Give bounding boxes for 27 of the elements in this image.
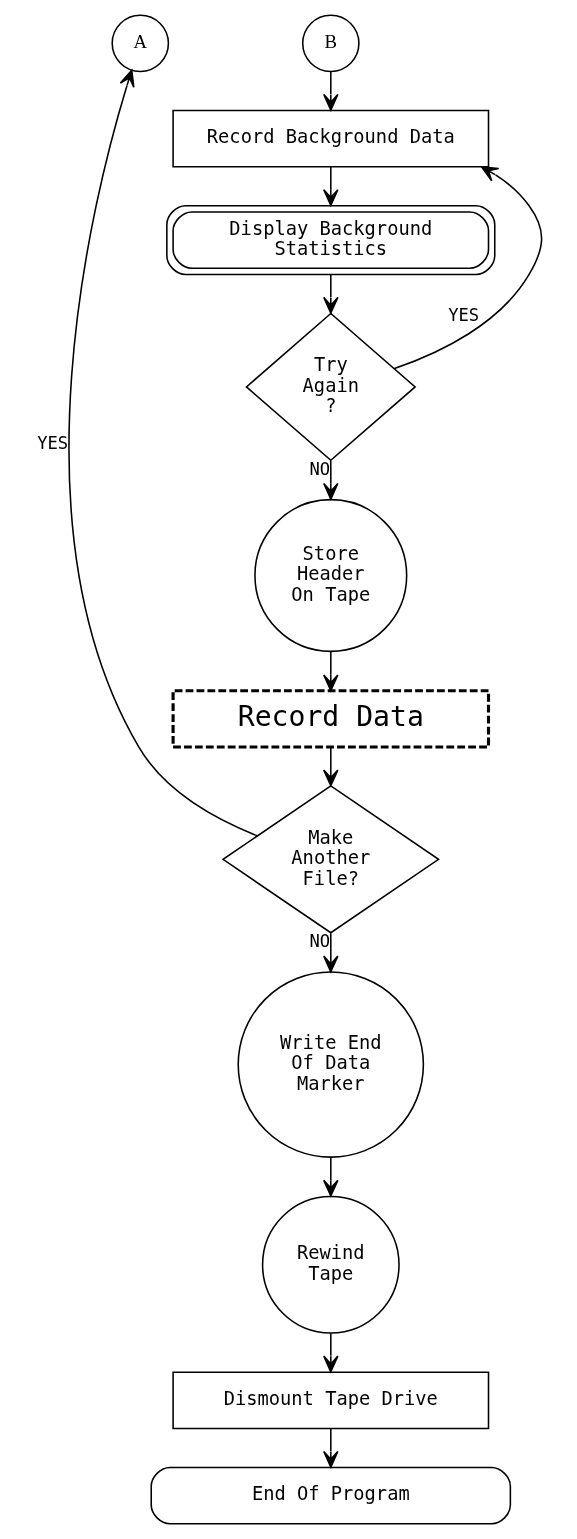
- node-box: End Of Program: [149, 1466, 511, 1525]
- arrow: [322, 459, 339, 500]
- node-box: Dismount Tape Drive: [171, 1371, 489, 1430]
- node-circle: Rewind Tape: [261, 1195, 400, 1334]
- arrow: [393, 166, 542, 370]
- node-box: Record Data: [171, 689, 490, 749]
- edge-label: YES: [447, 305, 479, 326]
- node-box: Display Background Statistics: [165, 205, 496, 276]
- arrow: [322, 1427, 339, 1468]
- arrow: [322, 1156, 339, 1197]
- arrow: [322, 274, 339, 314]
- edge-label: NO: [309, 931, 330, 952]
- arrow: [67, 69, 258, 837]
- node-diamond: Try Again ?: [244, 312, 416, 462]
- arrow: [322, 746, 339, 787]
- node-circle: B: [301, 14, 360, 73]
- node-diamond: Make Another File?: [221, 785, 440, 934]
- arrow: [322, 166, 339, 207]
- node-circle: Write End Of Data Marker: [236, 971, 424, 1158]
- arrow: [322, 651, 339, 692]
- arrow: [322, 70, 339, 111]
- arrow: [322, 932, 339, 973]
- arrow: [322, 1332, 339, 1373]
- node-box: Record Background Data: [171, 109, 489, 168]
- node-circle: Store Header On Tape: [253, 498, 407, 653]
- edge-label: YES: [36, 432, 68, 453]
- node-circle: A: [110, 14, 169, 73]
